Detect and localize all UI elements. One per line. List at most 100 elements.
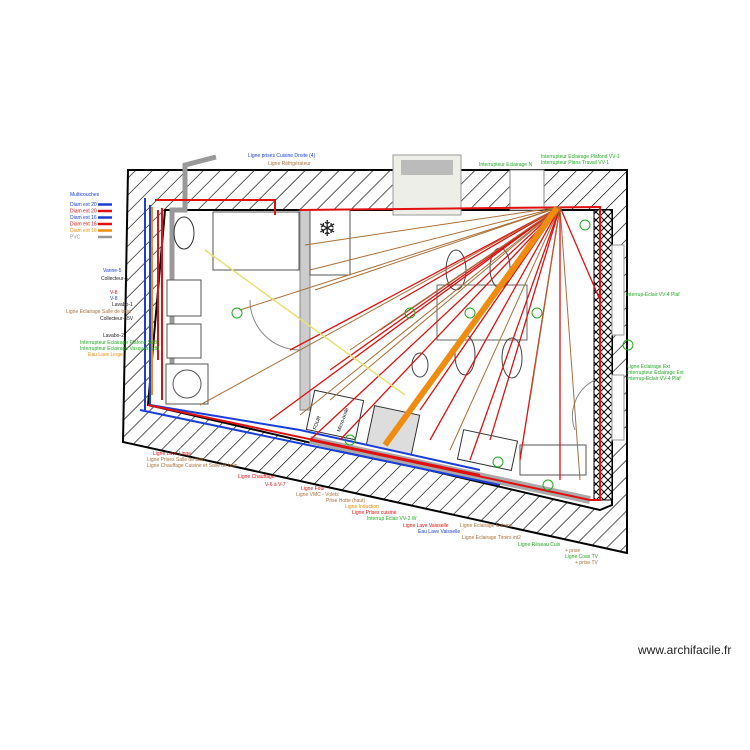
window-top-inner (401, 160, 453, 175)
annotation-label: Lavabo-1 (112, 302, 133, 308)
annotation-label: Interrupteur Eclairage Plafond SdB (80, 340, 158, 346)
annotation-label: Ligne Lave Vaisselle (403, 523, 449, 529)
circuit-line (239, 206, 561, 311)
circuit-line (314, 206, 561, 291)
light-point-icon (531, 307, 543, 319)
light-point-icon (344, 434, 356, 446)
annotation-label: Eau Lave Vaisselle (418, 529, 460, 535)
chair-5 (411, 352, 429, 378)
annotation-label: Interrupteur Eclairage Vasques SdB (80, 346, 160, 352)
window-right (611, 244, 625, 336)
washbasin-1 (166, 279, 202, 317)
yellow-line (204, 249, 406, 396)
annotation-label: Interrupteur Plans Travail VV-1 (541, 160, 609, 166)
annotation-label: Ligne prises Cuisine Droite (4) (248, 153, 316, 159)
entry-door (571, 379, 596, 431)
sink (456, 429, 519, 472)
washbasin-2 (166, 323, 202, 359)
annotation-label: Collecteur-55V (100, 316, 134, 322)
annotation-label: Ligne Induction (345, 504, 379, 510)
circuit-line (299, 206, 561, 416)
kitchen-counter (519, 444, 587, 476)
annotation-label: Ligne Réfrigérateur (268, 161, 311, 167)
light-point-icon (542, 479, 554, 491)
annotation-label: Ligne Eclairage Salle de bain (66, 309, 131, 315)
annotation-labels: Ligne prises Cuisine Droite (4) Ligne Réf… (66, 153, 684, 566)
annotation-label: + prise (565, 548, 580, 554)
circuit-line (304, 206, 561, 246)
annotation-label: Ligne Prises Salle de bain (147, 457, 205, 463)
circuit-line (489, 206, 561, 441)
circuit-line (529, 206, 561, 401)
annotation-label: Ligne Eclairage Cuisine (460, 523, 513, 529)
annotation-label: Ligne Eclairage Ext (627, 364, 671, 370)
legend-item-label: Diam ext 16 (70, 228, 97, 234)
annotation-label: Ligne Eclairage Tiroirs int2 (462, 535, 521, 541)
circuit-line (329, 206, 561, 371)
circuit-line (559, 206, 601, 301)
annotation-label: Ligne Chauffage (238, 474, 275, 480)
annotation-label: Interrup-Eclair VV-4 Plaf (627, 376, 681, 382)
light-point-icon (464, 307, 476, 319)
light-point-icon (231, 307, 243, 319)
annotation-label: Eau Lave Linge (88, 352, 123, 358)
annotation-label: V-8 (110, 296, 118, 302)
annotation-label: Ligne Réseau Cuis (518, 542, 561, 548)
circuit-line (289, 206, 561, 351)
pvc-pipe (169, 154, 217, 400)
legend-item-label: Diam ext 16 (70, 215, 97, 221)
circuit-line (309, 206, 561, 271)
electrical-perimeter (299, 205, 601, 501)
annotation-label: Lavabo-2 (103, 333, 124, 339)
annotation-label: Interrup-Eclair VV-4 Plaf (626, 292, 680, 298)
snowflake-icon: ❄ (318, 216, 336, 241)
annotation-label: Interrupteur Eclairage N (479, 162, 532, 168)
circuit-line (429, 206, 561, 441)
legend-item-label: Diam ext 16 (70, 222, 97, 228)
annotation-label: Ligne VMC - Volets (296, 492, 339, 498)
circuit-line (559, 206, 581, 481)
light-point-icon (579, 219, 591, 231)
orange-main-line (382, 206, 560, 447)
annotation-label: V-8 (110, 290, 118, 296)
bathroom-partition (299, 209, 311, 411)
legend-title: Multicouches (70, 192, 100, 198)
light-point-icon (404, 307, 416, 319)
circuit-line (349, 206, 561, 351)
annotation-label: Ligne Prises cuisine (352, 510, 397, 516)
fridge (309, 209, 351, 276)
window-right-2 (611, 374, 625, 441)
annotation-label: Ligne Chauffage Cuisine et Salle de bain (147, 463, 238, 469)
door-top (509, 169, 545, 211)
light-point-icon (622, 339, 634, 351)
toilet (173, 216, 195, 250)
oven-label: FOUR (312, 415, 323, 431)
annotation-label: V-6 à V-7 (265, 482, 286, 488)
annotation-label: Vanne-5 (103, 268, 122, 274)
bathroom-door (249, 299, 301, 351)
circuit-line (399, 206, 561, 301)
circuit-line (449, 206, 561, 451)
annotation-label: Collecteur-5 (101, 276, 128, 282)
light-point-icon (492, 456, 504, 468)
annotation-label: + prise TV (575, 560, 598, 566)
washing-machine-drum (172, 369, 202, 399)
annotation-label: Ligne Four (301, 486, 325, 492)
circuit-line (199, 206, 561, 406)
annotation-label: Interrupteur Eclairage Ext (627, 370, 684, 376)
circuit-line (309, 206, 561, 441)
legend-item-label: Diam ext 20 (70, 209, 97, 215)
circuit-line (469, 206, 561, 461)
right-wall-crosshatch (593, 209, 613, 501)
legend-item-label: Diam ext 20 (70, 202, 97, 208)
annotation-label: Interrupteur Eclairage Plafond VV-1 (541, 154, 620, 160)
annotation-label: Ligne Coax TV (565, 554, 599, 560)
annotation-label: Ligne Lave Linge (153, 451, 191, 457)
annotation-label: Interrup Eclair VV-2 W (367, 516, 417, 522)
legend-item-label: PVC (70, 235, 81, 241)
shower (212, 211, 300, 271)
annotation-label: Prise Hotte (haut) (326, 498, 366, 504)
watermark: www.archifacile.fr (638, 643, 732, 657)
